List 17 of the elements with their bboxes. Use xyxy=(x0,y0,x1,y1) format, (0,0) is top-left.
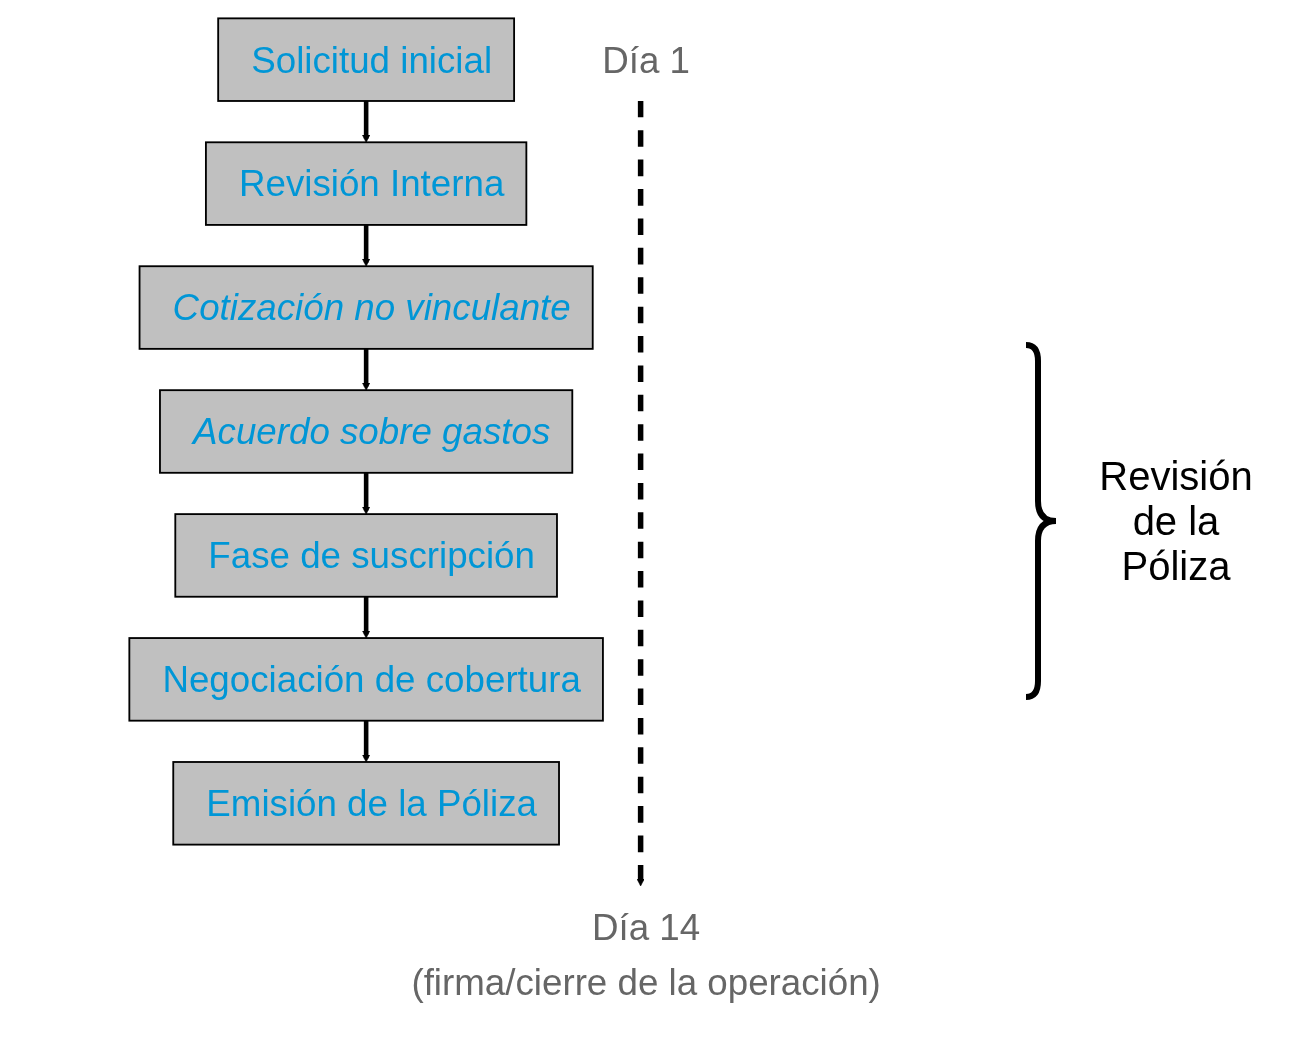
node-box: Solicitud inicial xyxy=(217,17,515,102)
arrow xyxy=(362,472,371,515)
arrow xyxy=(362,101,371,143)
node-text: Día 14 (firma/cierre de la operación) xyxy=(411,907,881,1003)
node-box: Fase de suscripción xyxy=(174,513,558,598)
node-box: Revisión Interna xyxy=(204,141,528,226)
arrow xyxy=(636,101,645,887)
arrow xyxy=(362,720,371,763)
node-box: Acuerdo sobre gastos xyxy=(158,389,574,474)
node-box: Negociación de cobertura xyxy=(128,637,604,722)
arrow xyxy=(362,224,371,267)
arrow xyxy=(362,596,371,639)
node-box: Emisión de la Póliza xyxy=(172,761,560,846)
bracket-label: Revisión de la Póliza xyxy=(1098,453,1254,589)
arrow xyxy=(362,348,371,391)
node-box: Cotización no vinculante xyxy=(138,265,594,350)
node-text: Día 1 xyxy=(602,39,690,80)
